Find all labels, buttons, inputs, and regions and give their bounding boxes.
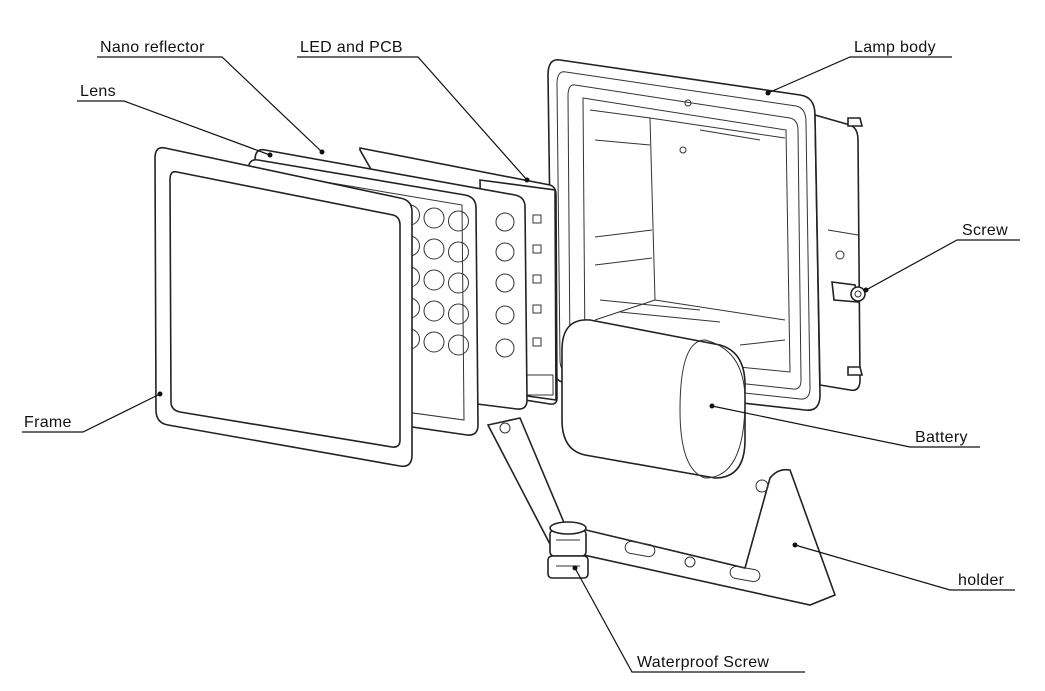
battery-part (561, 319, 746, 479)
svg-text:Lamp body: Lamp body (854, 39, 936, 56)
led-lens-icon (448, 210, 469, 232)
led-lens-icon (423, 269, 445, 291)
label-led-pcb: LED and PCB (297, 39, 530, 183)
svg-text:Frame: Frame (24, 414, 72, 431)
led-lens-icon (448, 303, 469, 325)
led-lens-icon (448, 241, 469, 263)
label-screw: Screw (863, 222, 1020, 293)
svg-text:Waterproof Screw: Waterproof Screw (637, 654, 769, 671)
lamp-body-part (547, 58, 864, 412)
led-lens-icon (423, 238, 445, 260)
led-lens-icon (423, 300, 445, 322)
label-frame: Frame (22, 391, 163, 433)
svg-text:Lens: Lens (80, 83, 116, 100)
svg-text:Nano reflector: Nano reflector (100, 39, 205, 56)
label-nano-reflector: Nano reflector (97, 39, 325, 155)
label-battery: Battery (709, 403, 980, 448)
screw-part (831, 281, 866, 303)
label-waterproof-screw: Waterproof Screw (572, 565, 805, 673)
led-lens-icon (423, 331, 445, 353)
label-lens: Lens (77, 83, 273, 158)
svg-text:holder: holder (958, 572, 1005, 589)
holder-part (486, 417, 837, 606)
led-lens-icon (448, 334, 469, 356)
waterproof-screw-part (547, 521, 589, 579)
led-lens-icon (448, 272, 469, 294)
label-holder: holder (792, 542, 1015, 591)
frame-part (154, 146, 413, 468)
svg-text:Screw: Screw (962, 222, 1008, 239)
svg-text:Battery: Battery (915, 429, 968, 446)
label-lamp-body: Lamp body (765, 39, 952, 96)
led-lens-icon (423, 207, 445, 229)
svg-text:LED and PCB: LED and PCB (300, 39, 403, 56)
